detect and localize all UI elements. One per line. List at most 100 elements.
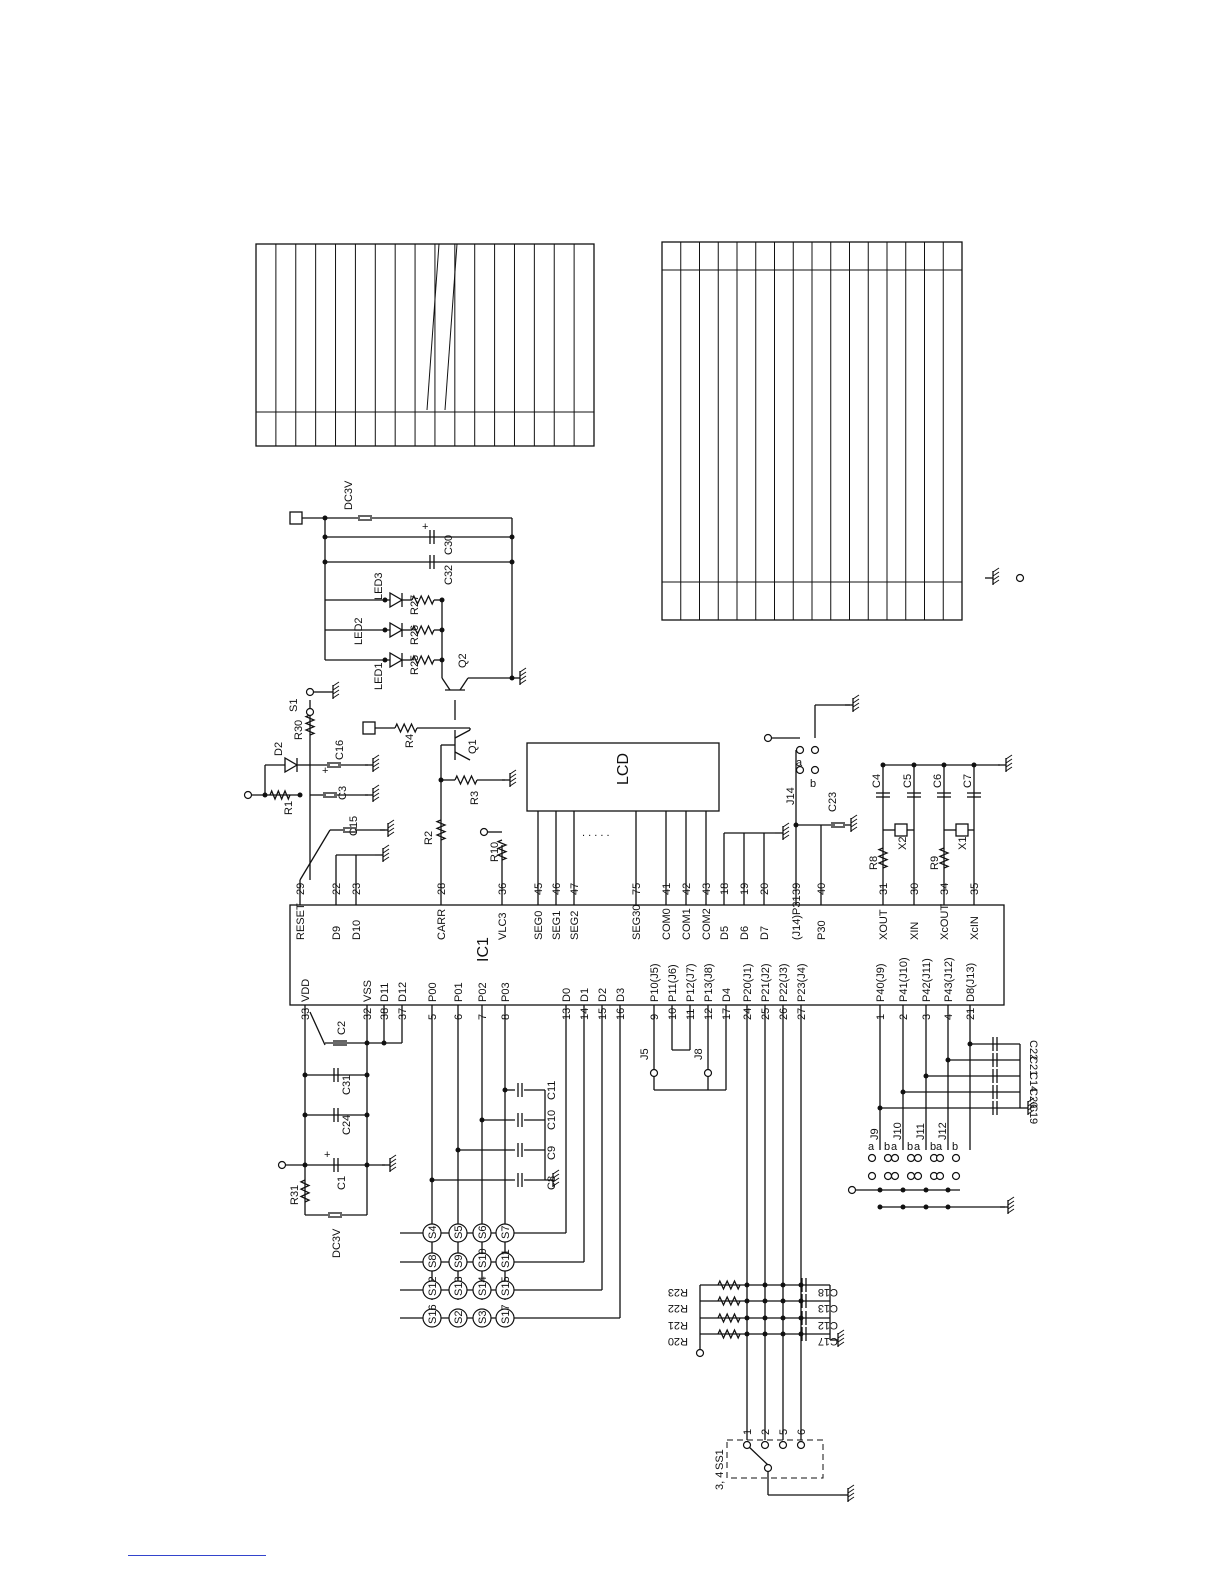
components: LCD. . . . .C15R1D2+C3C16R30S1R2R3Q1R4Q2… — [243, 480, 1039, 1502]
ground-icon — [502, 769, 517, 787]
c6-label: C6 — [932, 774, 944, 788]
key-circle — [448, 1252, 468, 1272]
pin-number: 12 — [703, 1008, 715, 1020]
pin-number: 3 — [921, 1014, 933, 1020]
lcd-label: LCD — [615, 753, 632, 785]
pin-name: P21(J2) — [760, 963, 772, 1002]
key-label: S13 — [453, 1276, 465, 1296]
junction-dot — [780, 1282, 786, 1288]
terminal — [935, 1153, 945, 1163]
terminal — [277, 1160, 287, 1170]
c13-label: C13 — [818, 1302, 838, 1314]
r10-label: R10 — [489, 842, 501, 862]
ground-hatch — [387, 827, 395, 833]
terminal — [810, 745, 820, 755]
terminal — [305, 707, 315, 717]
junction-dot — [744, 1282, 750, 1288]
r25-label: R25 — [409, 655, 421, 675]
r9-label: R9 — [929, 856, 941, 870]
terminal — [742, 1440, 752, 1450]
junction-dot — [877, 1204, 883, 1210]
led2-label: LED2 — [353, 617, 365, 645]
junction-dot — [971, 762, 977, 768]
pin-number: 42 — [681, 883, 693, 895]
c23-label: C23 — [827, 792, 839, 812]
junction-dot — [509, 534, 515, 540]
pin-name: RESET — [295, 903, 307, 940]
j11-label: J11 — [915, 1123, 927, 1140]
pin-name: D5 — [719, 926, 731, 940]
ground-hatch — [852, 698, 860, 704]
ground-hatch — [332, 685, 340, 691]
ground-hatch — [509, 781, 517, 787]
junction-dot — [798, 1315, 804, 1321]
c2-wire — [309, 1011, 326, 1046]
r27-resistor — [411, 594, 435, 606]
c18-label: C18 — [818, 1286, 838, 1298]
junction-dot — [302, 1112, 308, 1118]
pin-name: P42(J11) — [921, 958, 933, 1002]
ground-icon — [382, 1154, 397, 1172]
ground-hatch — [837, 1333, 845, 1339]
key-circle — [495, 1280, 515, 1300]
polarity: + — [422, 521, 428, 533]
led-icon — [389, 651, 404, 669]
r27-label: R27 — [409, 595, 421, 615]
ground-hatch — [552, 1177, 560, 1183]
pin-name: D9 — [331, 926, 343, 940]
key-circle — [422, 1308, 442, 1328]
pin-number: 1 — [875, 1014, 887, 1020]
junction-dot — [900, 1089, 906, 1095]
pin-name: VSS — [362, 980, 374, 1002]
lcd-dots: . . . . . — [582, 827, 610, 839]
ic1-body — [289, 904, 1005, 1006]
supply-block — [289, 511, 303, 525]
pin-number: 37 — [397, 1008, 409, 1020]
pin-number: 4 — [943, 1014, 955, 1020]
junction-dot — [762, 1331, 768, 1337]
c5-capacitor — [907, 792, 921, 798]
c1-capacitor — [333, 1158, 339, 1172]
terminal — [906, 1171, 916, 1181]
pin-number: 26 — [778, 1008, 790, 1020]
pin-name: P13(J8) — [703, 963, 715, 1002]
pin-number: 45 — [533, 883, 545, 895]
ground-icon — [365, 784, 380, 802]
ground-hatch — [992, 575, 1000, 581]
pin-name: SEG1 — [551, 911, 563, 940]
pin-name: XIN — [909, 922, 921, 940]
r21-resistor — [717, 1312, 741, 1324]
c24-capacitor — [333, 1108, 339, 1122]
key-s3: S3 — [472, 1308, 492, 1328]
q2-collector — [441, 677, 451, 691]
r9-resistor — [938, 847, 950, 869]
pin-number: 29 — [295, 883, 307, 895]
ground-hatch — [782, 822, 790, 828]
key-circle — [495, 1252, 515, 1272]
ground-hatch — [1027, 1109, 1035, 1115]
pin-number: 13 — [561, 1008, 573, 1020]
key-label: S16 — [427, 1304, 439, 1324]
jumper-a: a — [914, 1141, 921, 1153]
r22-label: R22 — [668, 1302, 688, 1314]
junction-dot — [900, 1204, 906, 1210]
pin-name: COM1 — [681, 908, 693, 940]
key-circle — [495, 1223, 515, 1243]
pin-number: 47 — [569, 883, 581, 895]
c9-label: C9 — [546, 1146, 558, 1160]
pin-number: 14 — [579, 1008, 591, 1020]
c4-label: C4 — [871, 774, 883, 788]
terminal — [703, 1068, 713, 1078]
ground-icon — [985, 567, 1000, 585]
polarity: + — [322, 765, 328, 777]
lcd-panel — [526, 742, 720, 812]
r1-label: R1 — [283, 801, 295, 815]
junction-dot — [297, 792, 303, 798]
polarity: + — [324, 1149, 330, 1161]
ground-hatch — [372, 792, 380, 798]
junction-dot — [762, 1282, 768, 1288]
pin-number: 38 — [379, 1008, 391, 1020]
pin-number: 75 — [631, 883, 643, 895]
